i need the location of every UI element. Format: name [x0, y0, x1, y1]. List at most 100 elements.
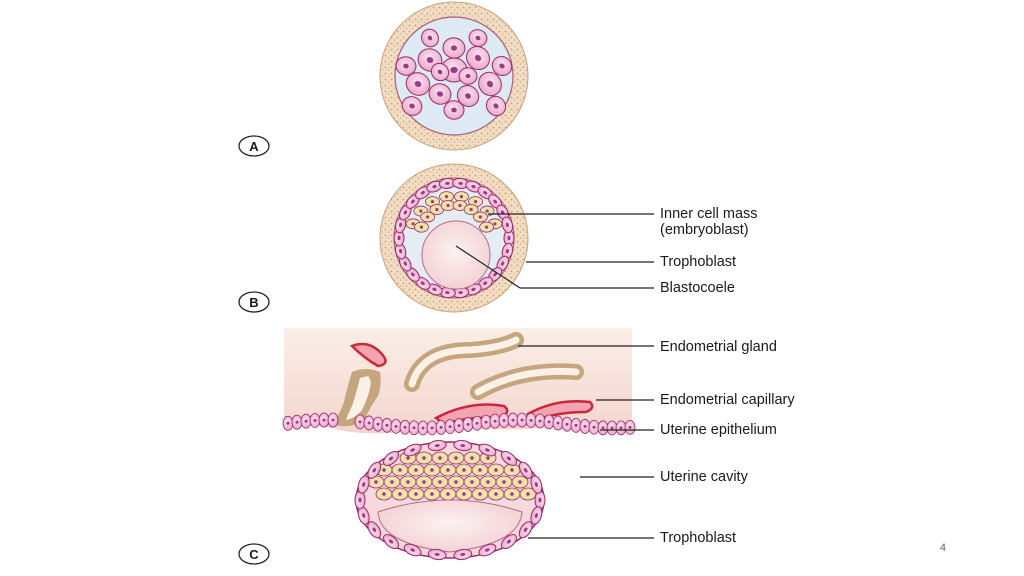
- cell: [405, 72, 431, 96]
- cell: [357, 475, 370, 494]
- cell: [395, 56, 417, 76]
- icm-cell: [391, 463, 409, 477]
- icm-cell: [431, 475, 449, 489]
- cell: [468, 29, 488, 47]
- label-uterine-cavity: Uterine cavity: [660, 469, 749, 485]
- cell: [465, 180, 482, 193]
- label-trophoblast-c: Trophoblast: [660, 530, 736, 546]
- leader-lines-c: [518, 345, 654, 539]
- cell: [478, 543, 497, 557]
- epithelial-cell: [615, 420, 627, 436]
- icm-cell: [439, 191, 454, 203]
- cell: [518, 521, 533, 539]
- cell: [491, 56, 513, 76]
- icm-cell: [452, 200, 468, 211]
- epithelial-cell: [309, 413, 321, 428]
- icm-cell: [487, 463, 505, 477]
- icm-cell: [455, 487, 473, 501]
- icm-cell: [439, 463, 457, 477]
- label-inner-cell-mass: Inner cell mass: [660, 206, 758, 222]
- epithelial-cell: [453, 418, 465, 433]
- inner-cell-mass: [405, 191, 503, 233]
- blastocyst: [379, 163, 529, 313]
- label-endometrial-gland: Endometrial gland: [660, 339, 777, 355]
- icm-cell: [447, 475, 465, 489]
- panel-c-label: C: [249, 547, 259, 562]
- icm-cell: [407, 487, 425, 501]
- epithelial-cell: [606, 420, 618, 436]
- cell: [403, 543, 422, 557]
- icm-cell: [391, 487, 409, 501]
- epithelial-cell: [462, 417, 474, 432]
- icm-cell: [375, 487, 393, 501]
- icm-cell: [471, 487, 489, 501]
- epithelial-cell: [399, 419, 411, 435]
- epithelial-cell: [597, 420, 609, 436]
- icm-cell: [471, 463, 489, 477]
- label-blastocoele: Blastocoele: [660, 280, 735, 296]
- cell: [383, 534, 400, 550]
- cell: [478, 71, 502, 97]
- cell: [456, 84, 480, 108]
- icm-cell: [431, 451, 449, 465]
- epithelial-cell: [381, 417, 393, 433]
- cell: [458, 67, 478, 85]
- cell: [403, 443, 422, 457]
- cell: [442, 37, 466, 59]
- cell: [534, 490, 546, 510]
- epithelial-cell: [489, 413, 501, 429]
- icm-cell: [423, 487, 441, 501]
- cell: [399, 204, 412, 221]
- cell: [438, 177, 456, 189]
- uterine-epithelium: [282, 412, 636, 436]
- icm-cell: [423, 463, 441, 477]
- cell: [488, 194, 503, 209]
- cell: [415, 186, 431, 200]
- icm-cell: [495, 475, 513, 489]
- icm-cell: [479, 475, 497, 489]
- cell: [443, 100, 465, 120]
- icm-cell: [399, 475, 417, 489]
- epithelial-cell: [435, 419, 447, 435]
- cell: [427, 439, 447, 452]
- epithelial-cell: [372, 416, 384, 432]
- label-endometrial-capillary: Endometrial capillary: [660, 392, 795, 408]
- cell: [453, 439, 473, 452]
- label-embryoblast: (embryoblast): [660, 222, 749, 238]
- icm-cell: [415, 475, 433, 489]
- icm-cell: [463, 451, 481, 465]
- icm-cell: [487, 487, 505, 501]
- panel-a-marker: A: [238, 135, 270, 157]
- icm-cell: [414, 221, 429, 233]
- epithelial-cell: [471, 415, 483, 431]
- icm-cell: [455, 463, 473, 477]
- morula-cells: [395, 28, 513, 120]
- cell: [485, 95, 507, 117]
- page-number: 4: [939, 542, 946, 554]
- cell: [394, 216, 407, 234]
- cell: [518, 461, 533, 479]
- epithelial-cell: [390, 418, 402, 434]
- epithelial-cell: [507, 412, 519, 428]
- icm-cell: [420, 211, 436, 223]
- epithelial-cell: [579, 419, 591, 434]
- icm-cell: [463, 204, 479, 215]
- epithelial-cell: [417, 420, 429, 436]
- epithelial-cell: [426, 420, 438, 436]
- epithelial-cell: [525, 412, 537, 428]
- cell: [478, 443, 497, 457]
- cell: [500, 534, 517, 550]
- epithelial-cell: [570, 417, 582, 433]
- cell: [501, 216, 514, 234]
- epithelial-cell: [552, 415, 564, 431]
- cell: [401, 96, 423, 116]
- cell: [452, 287, 470, 299]
- cell: [421, 28, 439, 48]
- epithelial-cell: [282, 415, 294, 431]
- icm-cell: [454, 191, 469, 203]
- epithelial-cell: [318, 412, 330, 428]
- trophoblast-ring-c: [354, 439, 546, 561]
- cell: [383, 450, 400, 466]
- panel-c-marker: C: [238, 543, 270, 565]
